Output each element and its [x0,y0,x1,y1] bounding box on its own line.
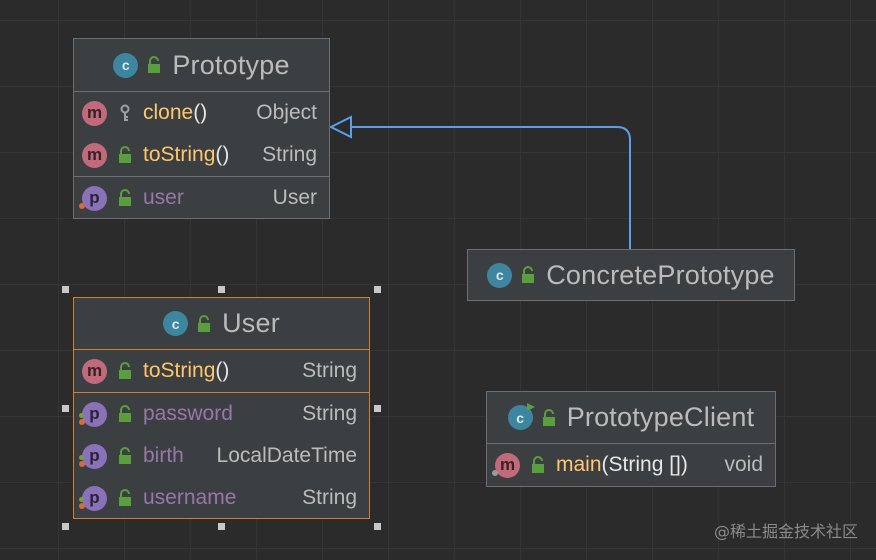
class-concrete-prototype[interactable]: c ConcretePrototype [467,249,795,301]
class-title: ConcretePrototype [546,259,775,290]
class-user[interactable]: c User m toString() String p [73,297,370,519]
property-p-icon: p [79,185,107,211]
property-row-birth[interactable]: p birth LocalDateTime [74,435,369,477]
resize-handle-top[interactable] [218,286,225,293]
properties-section: p user User [74,177,329,219]
generalization-arrowhead [328,115,352,139]
resize-handle-bottom[interactable] [218,523,225,530]
unlock-icon [532,456,544,473]
field-dot-icon [79,496,84,502]
watermark: @稀土掘金技术社区 [713,522,858,541]
unlock-icon [119,447,131,464]
class-header: c User [74,298,369,350]
property-name: user [143,186,184,209]
class-prototype[interactable]: c Prototype m clone() Object m [73,38,330,219]
method-return-type: String [262,143,317,166]
unlock-icon [522,266,535,283]
resize-handle-bottom-left[interactable] [62,523,69,530]
unlock-icon [198,314,211,332]
methods-section: m toString() String [74,350,369,393]
method-row-clone[interactable]: m clone() Object [74,92,329,134]
method-m-icon: m [82,100,107,126]
property-name: username [143,486,237,509]
key-icon [120,104,130,121]
method-return-type: String [302,359,357,382]
run-arrow-icon [526,403,535,411]
method-row-main[interactable]: m main(String []) void [487,444,775,486]
method-return-type: void [724,453,763,476]
class-title: PrototypeClient [566,402,755,432]
class-title: User [222,308,280,338]
property-name: birth [143,444,184,467]
class-c-icon: c [487,262,513,288]
property-type: LocalDateTime [216,444,357,467]
property-type: String [302,402,357,425]
property-row-user[interactable]: p user User [74,177,329,219]
property-p-icon: p [79,443,107,469]
field-dot-icon [79,502,85,509]
methods-section: m main(String []) void [487,444,775,486]
resize-handle-top-right[interactable] [374,286,381,293]
field-dot-icon [79,202,85,209]
class-header: c ConcretePrototype [468,250,794,300]
unlock-icon [119,489,131,506]
method-name: toString() [143,359,230,382]
class-title: Prototype [172,49,290,80]
method-m-icon: m [82,142,107,168]
unlock-icon [119,362,131,379]
unlock-icon [119,405,131,422]
class-header: c PrototypeClient [487,392,775,444]
field-dot-icon [79,418,85,425]
class-c-icon: c [507,403,535,430]
property-name: password [143,402,233,425]
class-prototype-client[interactable]: c PrototypeClient m main(String []) void [486,391,776,487]
property-p-icon: p [79,401,107,427]
class-header: c Prototype [74,39,329,92]
unlock-icon [119,189,131,206]
method-row-tostring[interactable]: m toString() String [74,134,329,176]
property-type: String [302,486,357,509]
field-dot-icon [79,460,85,467]
property-p-icon: p [79,485,107,511]
properties-section: p password String p birth LocalDateTime … [74,393,369,519]
static-marker-icon [492,469,498,476]
method-name: clone() [143,101,208,124]
method-name: main(String []) [556,453,688,476]
unlock-icon [148,56,161,73]
property-row-password[interactable]: p password String [74,393,369,435]
unlock-icon [119,146,131,163]
method-m-icon: m [492,452,520,478]
field-dot-icon [79,454,84,460]
property-row-username[interactable]: p username String [74,477,369,519]
class-c-icon: c [113,52,139,78]
class-c-icon: c [163,311,189,336]
method-return-type: Object [256,101,317,124]
resize-handle-right[interactable] [374,405,381,412]
method-name: toString() [143,143,230,166]
unlock-icon [542,408,555,426]
method-m-icon: m [82,358,107,384]
property-type: User [272,186,317,209]
method-row-tostring[interactable]: m toString() String [74,350,369,392]
resize-handle-left[interactable] [62,405,69,412]
resize-handle-top-left[interactable] [62,286,69,293]
field-dot-icon [79,412,84,418]
generalization-edge[interactable] [350,126,631,249]
methods-section: m clone() Object m toString() String [74,92,329,177]
resize-handle-bottom-right[interactable] [374,523,381,530]
